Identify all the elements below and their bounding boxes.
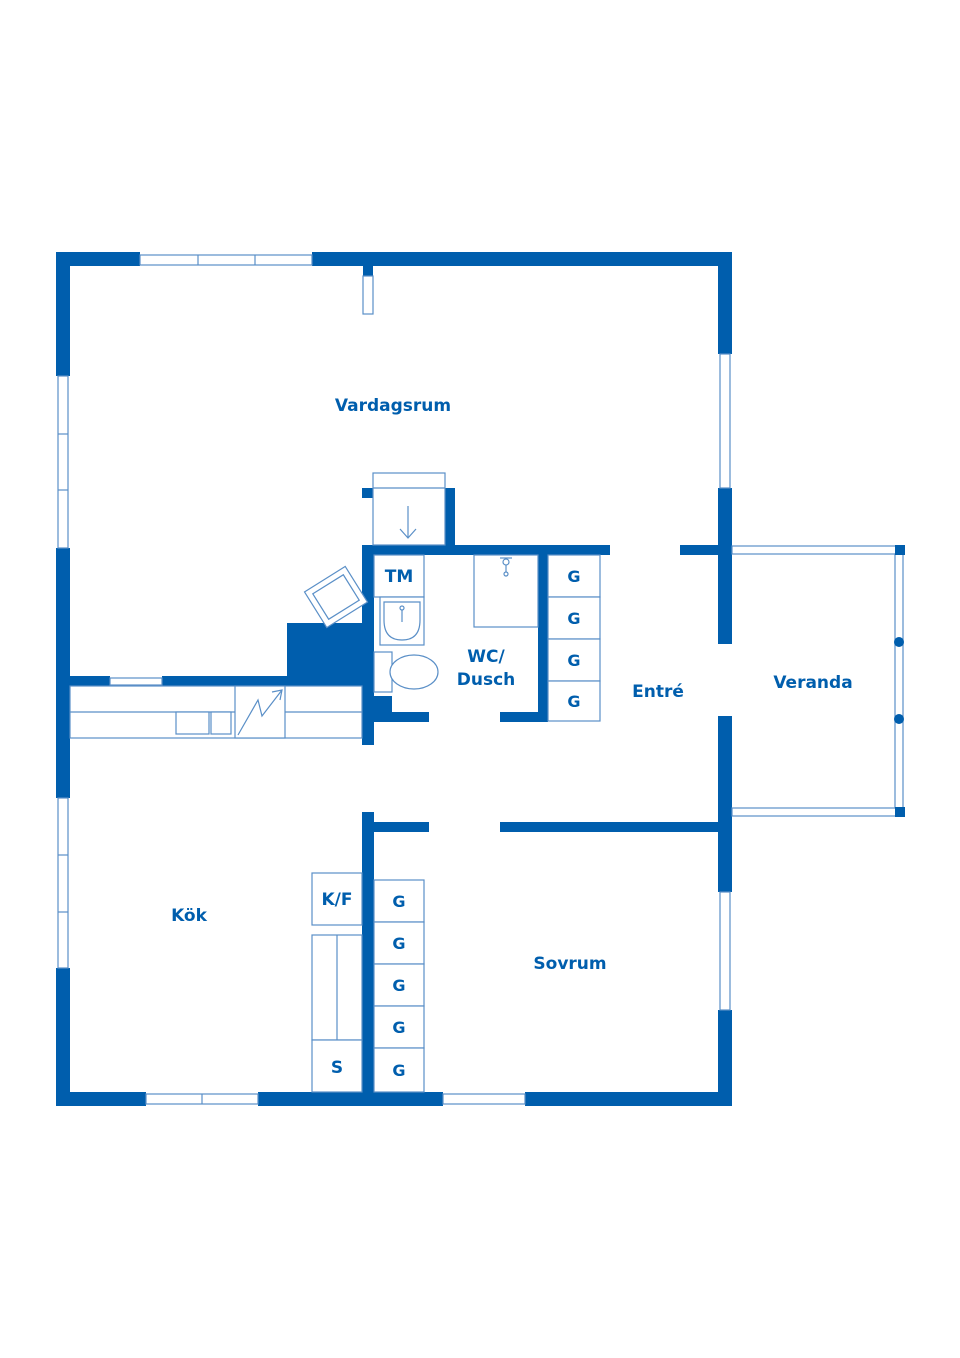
wall — [538, 545, 548, 722]
wall — [500, 712, 548, 722]
sink-icon — [379, 596, 425, 646]
wc-label-line2: Dusch — [457, 670, 516, 690]
room-label-vardagsrum: Vardagsrum — [335, 396, 451, 416]
wall — [680, 545, 732, 555]
wall — [718, 1010, 732, 1106]
wardrobe-label: G — [392, 976, 405, 995]
door-leaf — [362, 275, 374, 315]
wardrobes-sovrum: G G G G G — [373, 879, 425, 1093]
s-label: S — [331, 1058, 343, 1078]
wall — [56, 252, 140, 266]
wall — [56, 252, 70, 376]
stove-icon — [234, 685, 286, 739]
wall — [56, 1092, 146, 1106]
wardrobe-label: G — [392, 934, 405, 953]
wc-label-line1: WC/ — [467, 647, 505, 667]
bathroom-fixtures: TM WC/ Dusch — [373, 554, 539, 693]
chimney — [287, 623, 374, 686]
kitchen-counter — [69, 685, 363, 739]
wardrobe-label: G — [392, 1018, 405, 1037]
wall — [56, 968, 70, 1106]
wall — [525, 1092, 732, 1106]
window — [109, 677, 163, 686]
window — [57, 797, 69, 969]
windows — [57, 254, 731, 1105]
wardrobe-label: G — [392, 1061, 405, 1080]
shower-icon — [473, 554, 539, 628]
wall — [312, 252, 732, 266]
toilet-icon — [373, 651, 439, 693]
wall — [718, 488, 732, 644]
armchair-icon — [303, 565, 369, 629]
window — [57, 375, 69, 549]
room-label-veranda: Veranda — [773, 673, 852, 693]
room-label-sovrum: Sovrum — [533, 954, 606, 974]
wardrobe-label: G — [567, 609, 580, 628]
stair-hatch — [372, 472, 446, 546]
wall — [374, 822, 429, 832]
fridge-freezer-label: K/F — [322, 890, 353, 910]
window — [442, 1093, 526, 1105]
veranda — [731, 545, 905, 817]
wall — [362, 488, 374, 498]
wall — [70, 676, 110, 686]
wardrobe-label: G — [567, 651, 580, 670]
wall — [162, 676, 287, 686]
wall — [258, 1092, 443, 1106]
wall — [374, 712, 429, 722]
wall — [445, 488, 455, 546]
wall — [500, 822, 732, 832]
interior-walls — [70, 266, 732, 1106]
wall — [56, 548, 70, 798]
arrow-down-icon — [399, 528, 417, 539]
outer-walls — [56, 252, 732, 1106]
wall — [718, 716, 732, 892]
window — [719, 891, 731, 1011]
room-label-kok: Kök — [171, 906, 208, 926]
tm-label: TM — [385, 567, 414, 587]
window — [719, 353, 731, 489]
window — [139, 254, 313, 266]
wall — [363, 266, 373, 276]
wall — [362, 545, 610, 555]
room-labels: Vardagsrum Entré Veranda Kök Sovrum — [171, 396, 853, 974]
wardrobe-label: G — [567, 567, 580, 586]
wardrobes-entre: G G G G — [547, 554, 601, 722]
wardrobe-label: G — [567, 692, 580, 711]
kitchen-appliances: K/F S — [311, 872, 363, 1093]
wall — [362, 812, 374, 1106]
room-label-entre: Entré — [632, 682, 684, 702]
wall — [718, 252, 732, 354]
wardrobe-label: G — [392, 892, 405, 911]
